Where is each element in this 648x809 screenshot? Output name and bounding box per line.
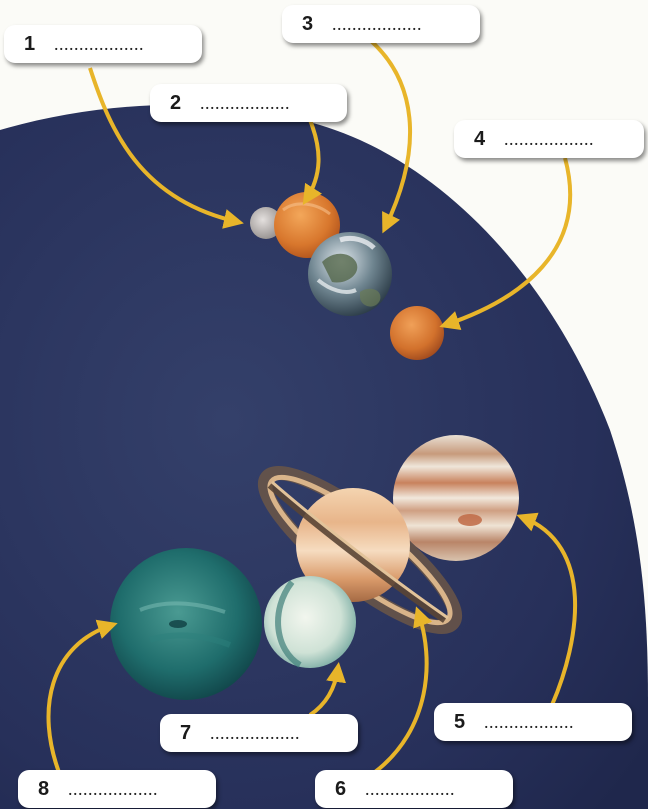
label-3[interactable]: 3 .................. [282, 5, 480, 43]
answer-blank[interactable]: .................. [54, 34, 144, 55]
label-number: 6 [335, 778, 365, 801]
label-number: 7 [180, 722, 210, 745]
planet-jupiter [393, 435, 519, 561]
label-number: 1 [24, 33, 54, 56]
label-number: 2 [170, 92, 200, 115]
answer-blank[interactable]: .................. [68, 779, 158, 800]
answer-blank[interactable]: .................. [365, 779, 455, 800]
planet-mars [390, 306, 444, 360]
planet-neptune [110, 548, 262, 700]
label-2[interactable]: 2 .................. [150, 84, 347, 122]
answer-blank[interactable]: .................. [210, 723, 300, 744]
label-1[interactable]: 1 .................. [4, 25, 202, 63]
label-4[interactable]: 4 .................. [454, 120, 644, 158]
label-8[interactable]: 8 .................. [18, 770, 216, 808]
label-6[interactable]: 6 .................. [315, 770, 513, 808]
label-number: 3 [302, 13, 332, 36]
answer-blank[interactable]: .................. [200, 93, 290, 114]
label-7[interactable]: 7 .................. [160, 714, 358, 752]
label-number: 4 [474, 128, 504, 151]
label-number: 8 [38, 778, 68, 801]
answer-blank[interactable]: .................. [332, 14, 422, 35]
answer-blank[interactable]: .................. [504, 129, 594, 150]
label-number: 5 [454, 711, 484, 734]
answer-blank[interactable]: .................. [484, 712, 574, 733]
planet-earth [308, 232, 392, 316]
label-5[interactable]: 5 .................. [434, 703, 632, 741]
